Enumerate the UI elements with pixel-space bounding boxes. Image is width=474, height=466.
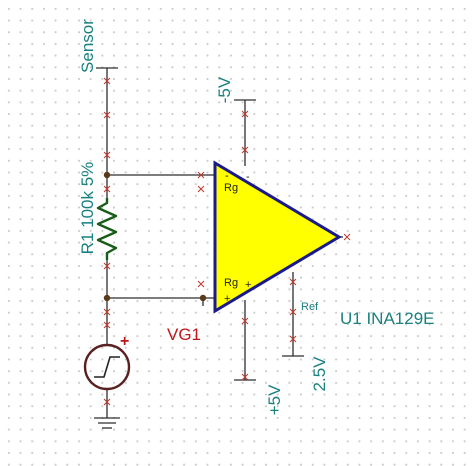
voltage-source-icon[interactable]	[83, 343, 131, 391]
supply-minus-label: -	[246, 171, 250, 183]
source-polarity-label: +	[120, 333, 129, 350]
ref-pin-label: Ref	[301, 301, 319, 313]
pos-supply-label: +5V	[265, 384, 284, 415]
pin-markers	[103, 77, 351, 406]
junction-node-bottom[interactable]	[103, 294, 111, 302]
ground-icon	[94, 417, 120, 429]
amplifier-label: U1 INA129E	[340, 309, 435, 328]
ref-voltage-label: 2.5V	[310, 356, 329, 392]
instrumentation-amplifier-icon[interactable]	[213, 160, 342, 314]
supply-plus-label: +	[245, 279, 251, 291]
junction-node-vg1[interactable]	[199, 294, 207, 302]
sensor-label: Sensor	[78, 19, 97, 73]
plus-input-label: +	[224, 293, 230, 305]
rg-top-label: Rg	[224, 182, 238, 194]
resistor-r1-icon[interactable]	[96, 198, 118, 260]
source-label: VG1	[167, 325, 201, 344]
resistor-label: R1 100k 5%	[78, 162, 97, 255]
neg-supply-label: -5V	[215, 76, 234, 103]
junction-node-top[interactable]	[103, 171, 111, 179]
minus-input-label: -	[225, 170, 229, 182]
rg-bottom-label: Rg	[224, 277, 238, 289]
